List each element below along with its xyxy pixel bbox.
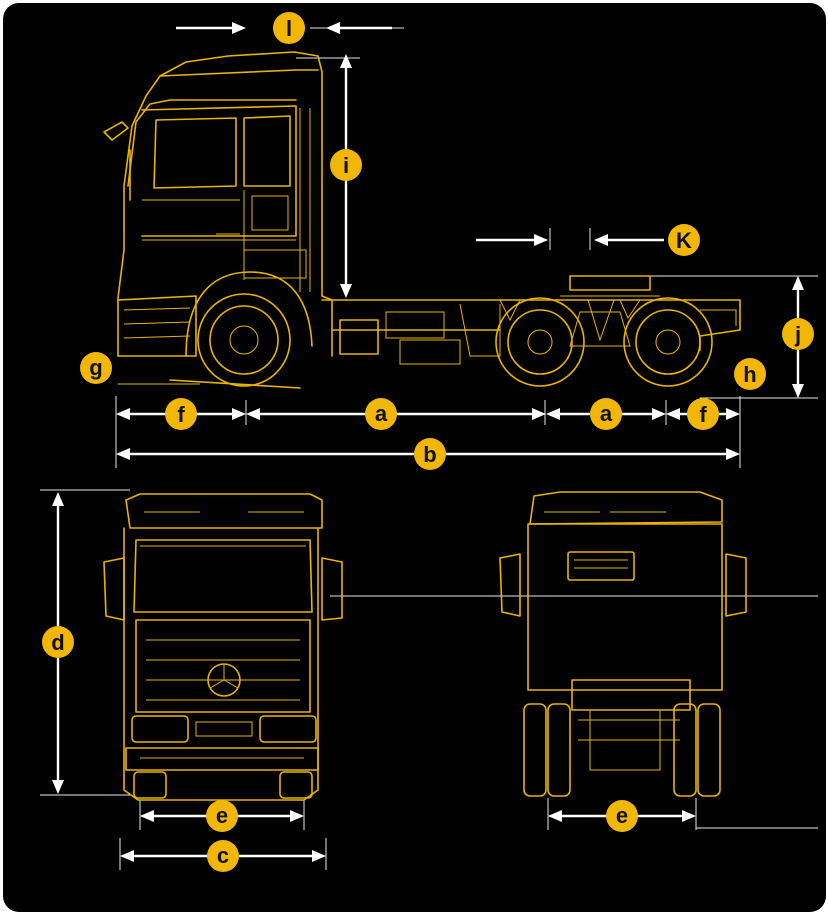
badge-e-rear: e (606, 800, 638, 832)
reference-lines (40, 27, 818, 870)
badge-a-right: a (590, 398, 622, 430)
front-view-truck (103, 493, 343, 801)
label-e-front: e (216, 803, 228, 828)
badge-h: h (734, 358, 766, 390)
label-c: c (217, 843, 229, 868)
badge-b: b (414, 438, 446, 470)
label-e-rear: e (616, 803, 628, 828)
badge-i: i (330, 149, 362, 181)
dimension-arrows (52, 22, 804, 862)
badge-g: g (80, 352, 112, 384)
badge-j: j (782, 318, 814, 350)
badge-c: c (207, 840, 239, 872)
label-f-left: f (177, 402, 185, 427)
label-f-right: f (699, 402, 707, 427)
label-b: b (423, 442, 436, 467)
badge-e-front: e (206, 800, 238, 832)
badge-k: K (668, 224, 700, 256)
label-h: h (743, 362, 756, 387)
side-view-truck (103, 51, 741, 389)
badge-f-left: f (165, 398, 197, 430)
badge-l: l (273, 12, 305, 44)
label-i: i (343, 153, 349, 178)
label-a-right: a (600, 401, 613, 426)
label-j: j (794, 322, 801, 347)
label-l: l (286, 16, 292, 41)
badge-d: d (42, 626, 74, 658)
rear-view-truck (499, 491, 747, 797)
badge-a-middle: a (365, 398, 397, 430)
label-a-middle: a (375, 401, 388, 426)
badge-f-right: f (687, 398, 719, 430)
label-d: d (51, 630, 64, 655)
label-k: K (676, 228, 692, 253)
label-g: g (89, 355, 102, 380)
